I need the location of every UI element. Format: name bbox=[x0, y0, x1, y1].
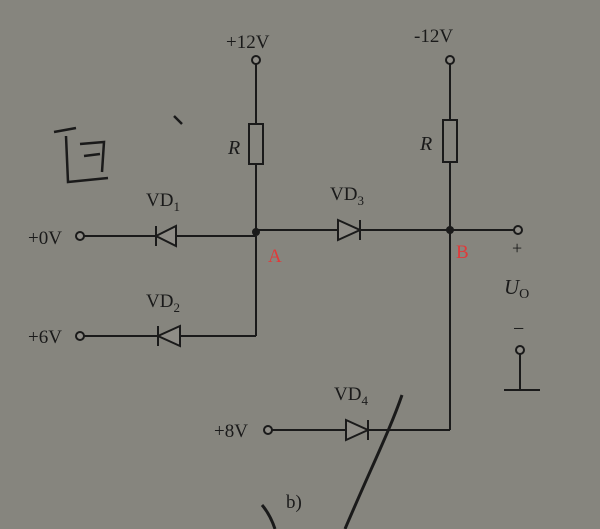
node-a-dot bbox=[252, 228, 260, 236]
vd1-label: VD1 bbox=[146, 190, 180, 214]
output-terminal-minus bbox=[515, 345, 525, 355]
input-8v-terminal bbox=[263, 425, 273, 435]
rail-left-terminal bbox=[251, 55, 261, 65]
resistor-left-label: R bbox=[227, 137, 240, 159]
figure-caption: b) bbox=[286, 492, 302, 513]
vd3-label: VD3 bbox=[330, 184, 364, 208]
node-a-label: A bbox=[268, 246, 282, 267]
rail-left-label: +12V bbox=[226, 32, 270, 53]
input-8v-label: +8V bbox=[214, 421, 248, 442]
rail-right-terminal bbox=[445, 55, 455, 65]
node-b-dot bbox=[446, 226, 454, 234]
output-terminal-plus bbox=[513, 225, 523, 235]
vd3-symbol bbox=[337, 218, 363, 242]
pen-stroke-2 bbox=[260, 504, 277, 529]
output-voltage-label: UO bbox=[504, 275, 529, 302]
vd4-label: VD4 bbox=[334, 384, 368, 408]
vd2-symbol bbox=[155, 324, 181, 348]
input-0v-terminal bbox=[75, 231, 85, 241]
input-6v-terminal bbox=[75, 331, 85, 341]
output-minus-label: − bbox=[513, 318, 524, 340]
output-plus-label: + bbox=[512, 238, 522, 258]
input-0v-label: +0V bbox=[28, 228, 62, 249]
input-6v-label: +6V bbox=[28, 327, 62, 348]
node-b-label: B bbox=[456, 242, 469, 263]
resistor-right-label: R bbox=[419, 133, 432, 155]
rail-right-label: -12V bbox=[414, 26, 453, 47]
handwritten-mark bbox=[53, 115, 183, 184]
vd2-label: VD2 bbox=[146, 291, 180, 315]
pen-stroke bbox=[343, 394, 404, 529]
